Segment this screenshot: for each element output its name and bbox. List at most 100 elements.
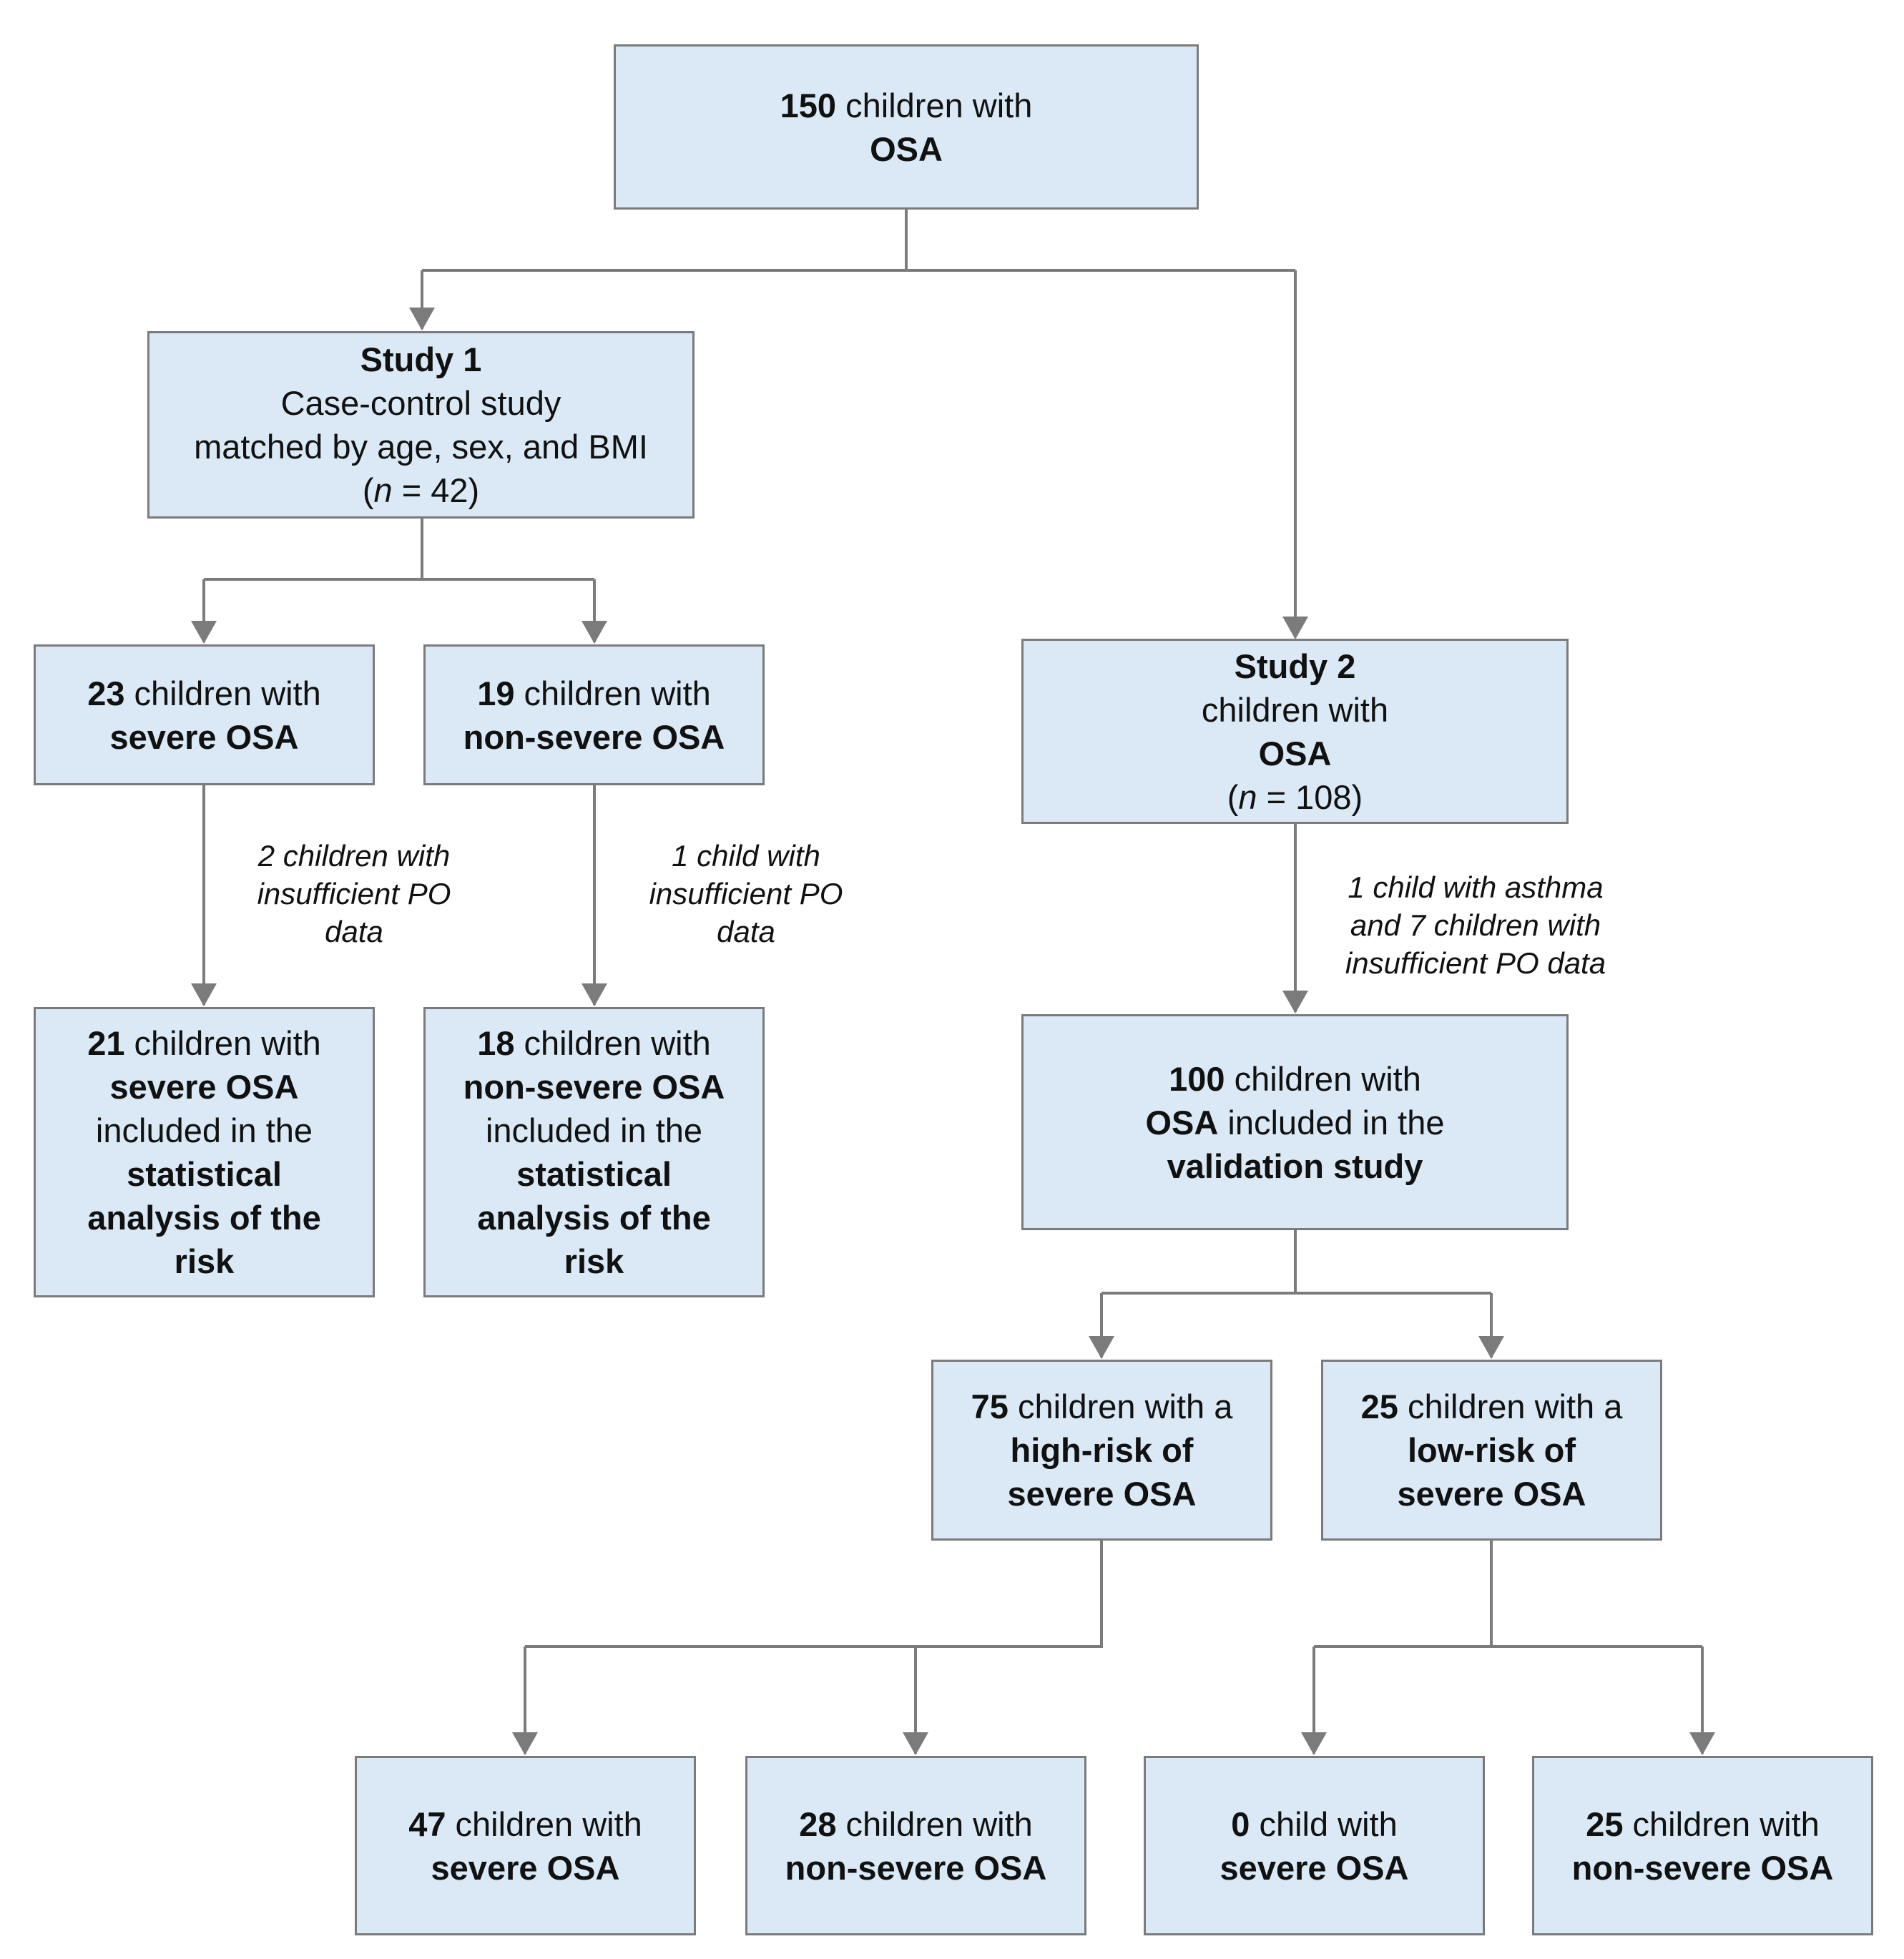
study2-line1: children with	[1201, 690, 1389, 729]
validation-label: OSA	[1145, 1103, 1219, 1141]
low-risk-line2: low-risk of	[1407, 1431, 1576, 1469]
box-validation: 100 children with OSA included in the va…	[1021, 1014, 1569, 1230]
validation-text2: included in the	[1218, 1103, 1445, 1141]
box-s1-nonsevere-final: 18 children with non-severe OSA included…	[423, 1007, 765, 1297]
connector-low-risk-trunk	[1314, 1541, 1493, 1648]
study1-line1: Case-control study	[280, 384, 561, 422]
total-count: 150	[780, 86, 837, 124]
study2-n-rest: = 108)	[1257, 777, 1363, 816]
note-s1-severe-line1: 2 children with	[257, 839, 451, 873]
out4-label: non-severe OSA	[1571, 1848, 1834, 1887]
study1-n-rest: = 42)	[392, 471, 480, 509]
box-s1-severe: 23 children with severe OSA	[34, 644, 375, 785]
s1-severe-final-line5: analysis of the	[87, 1199, 321, 1237]
low-risk-count: 25	[1360, 1388, 1398, 1425]
high-risk-text: children with a	[1008, 1388, 1233, 1425]
s1-severe-final-line4: statistical	[127, 1155, 282, 1193]
out2-count: 28	[799, 1805, 837, 1843]
note-s1-nonsevere-line2: insufficient PO	[649, 877, 843, 910]
s1-severe-final-text: children with	[124, 1024, 321, 1062]
note-s1-nonsevere-line1: 1 child with	[672, 839, 820, 873]
s1-severe-final-line3: included in the	[95, 1111, 313, 1149]
study1-title: Study 1	[360, 340, 482, 378]
connector-high-risk-trunk	[525, 1541, 1103, 1648]
arrowhead-high-risk	[1089, 1336, 1114, 1359]
out4-text: children with	[1623, 1805, 1820, 1843]
arrowhead-out3	[1301, 1732, 1327, 1755]
out3-text: child with	[1250, 1805, 1398, 1843]
total-text: children with	[845, 86, 1033, 124]
s1-severe-final-line6: risk	[174, 1242, 235, 1280]
out1-label: severe OSA	[431, 1848, 620, 1887]
box-study1: Study 1 Case-control study matched by ag…	[147, 331, 695, 519]
out1-text: children with	[446, 1805, 642, 1843]
s1-nonsevere-final-line6: risk	[564, 1242, 624, 1280]
note-s1-severe-line2: insufficient PO	[257, 877, 451, 910]
high-risk-line3: severe OSA	[1007, 1475, 1197, 1513]
study2-title: Study 2	[1234, 647, 1356, 685]
note-s2-line3: insufficient PO data	[1345, 946, 1606, 980]
arrowhead-s1-nonsevere-final	[581, 983, 607, 1006]
total-label: OSA	[870, 129, 943, 168]
study2-n-open: (	[1227, 777, 1239, 816]
validation-line3: validation study	[1167, 1147, 1423, 1185]
box-outcome-4: 25 children with non-severe OSA	[1532, 1756, 1873, 1935]
high-risk-line2: high-risk of	[1010, 1431, 1194, 1469]
out4-count: 25	[1586, 1805, 1624, 1843]
study2-n-symbol: n	[1238, 777, 1257, 816]
note-s2-line1: 1 child with asthma	[1348, 870, 1604, 904]
box-outcome-2: 28 children with non-severe OSA	[745, 1756, 1086, 1935]
s1-severe-final-label: severe OSA	[109, 1068, 299, 1106]
study2-label: OSA	[1258, 734, 1332, 772]
out1-count: 47	[408, 1805, 446, 1843]
low-risk-line3: severe OSA	[1397, 1475, 1586, 1513]
box-s1-severe-final: 21 children with severe OSA included in …	[34, 1007, 375, 1297]
arrowhead-validation	[1282, 991, 1308, 1013]
validation-count: 100	[1169, 1059, 1225, 1098]
note-s1-severe-exclusion: 2 children with insufficient PO data	[236, 837, 472, 951]
s1-severe-final-count: 21	[87, 1024, 125, 1062]
study1-line2: matched by age, sex, and BMI	[194, 428, 648, 466]
study1-n-symbol: n	[373, 471, 393, 509]
s1-nonsevere-final-text: children with	[514, 1024, 711, 1062]
arrowhead-low-risk	[1478, 1336, 1504, 1359]
arrowhead-s1-severe-final	[191, 983, 217, 1006]
arrowhead-out1	[512, 1732, 538, 1755]
box-study2: Study 2 children with OSA (n = 108)	[1021, 639, 1569, 824]
arrowhead-s1-severe	[191, 621, 217, 644]
validation-text: children with	[1225, 1059, 1421, 1098]
s1-severe-count: 23	[87, 674, 125, 712]
s1-severe-text: children with	[124, 674, 321, 712]
s1-nonsevere-final-line5: analysis of the	[477, 1199, 711, 1237]
s1-severe-label: severe OSA	[109, 717, 299, 756]
s1-nonsevere-final-count: 18	[477, 1024, 515, 1062]
arrowhead-study2	[1282, 617, 1308, 639]
box-high-risk: 75 children with a high-risk of severe O…	[931, 1360, 1272, 1541]
note-s2-exclusion: 1 child with asthma and 7 children with …	[1315, 868, 1636, 982]
arrowhead-out2	[903, 1732, 928, 1755]
s1-nonsevere-label: non-severe OSA	[463, 717, 725, 756]
s1-nonsevere-final-label: non-severe OSA	[463, 1068, 725, 1106]
s1-nonsevere-final-line4: statistical	[516, 1155, 672, 1193]
note-s2-line2: and 7 children with	[1350, 908, 1601, 942]
note-s1-nonsevere-line3: data	[717, 915, 775, 948]
box-low-risk: 25 children with a low-risk of severe OS…	[1321, 1360, 1662, 1541]
out2-text: children with	[836, 1805, 1033, 1843]
arrowhead-study1	[409, 308, 435, 330]
s1-nonsevere-text: children with	[514, 674, 711, 712]
box-total-children: 150 children with OSA	[614, 44, 1199, 210]
out3-count: 0	[1231, 1805, 1250, 1843]
s1-nonsevere-final-line3: included in the	[485, 1111, 703, 1149]
out3-label: severe OSA	[1220, 1848, 1409, 1887]
study1-n-open: (	[362, 471, 374, 509]
note-s1-severe-line3: data	[325, 915, 383, 948]
high-risk-count: 75	[971, 1388, 1009, 1425]
box-outcome-3: 0 child with severe OSA	[1144, 1756, 1485, 1935]
note-s1-nonsevere-exclusion: 1 child with insufficient PO data	[628, 837, 864, 951]
arrowhead-s1-nonsevere	[581, 621, 607, 644]
low-risk-text: children with a	[1398, 1388, 1623, 1425]
out2-label: non-severe OSA	[785, 1848, 1047, 1887]
box-s1-nonsevere: 19 children with non-severe OSA	[423, 644, 765, 785]
box-outcome-1: 47 children with severe OSA	[355, 1756, 696, 1935]
